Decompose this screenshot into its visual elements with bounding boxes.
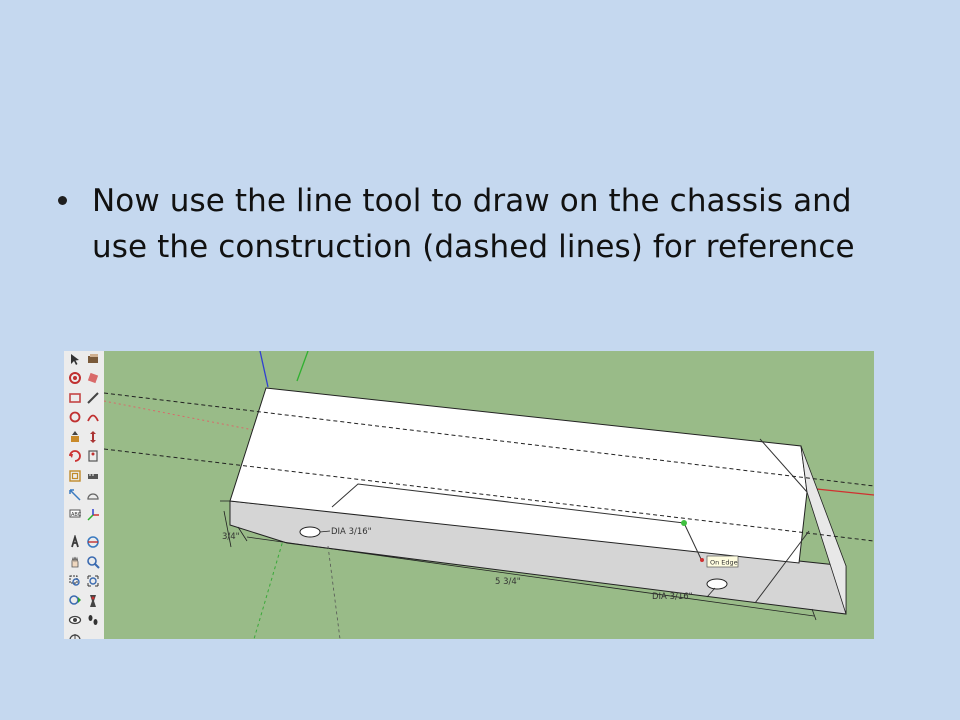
eye-icon — [68, 615, 81, 625]
select-tool[interactable] — [67, 351, 82, 366]
previous-view-tool[interactable] — [67, 593, 82, 608]
red-axis-dotted — [104, 400, 270, 434]
circle-tool[interactable] — [67, 410, 82, 425]
hand-icon — [71, 556, 78, 567]
red-axis — [806, 487, 874, 496]
pan-tool[interactable] — [67, 554, 82, 569]
offset-tool[interactable] — [67, 468, 82, 483]
walk-tool[interactable] — [85, 613, 100, 628]
follow-me-tool[interactable] — [85, 449, 100, 464]
length-dimension-label: 5 3/4" — [495, 577, 521, 587]
bullet-dot — [58, 196, 67, 205]
text-icon: ABC — [69, 509, 82, 518]
length-ext-left — [237, 526, 248, 542]
rectangle-tool[interactable] — [67, 390, 82, 405]
paint-bucket-icon — [68, 372, 81, 384]
move-icon — [89, 430, 96, 443]
hole-right-leader — [706, 587, 716, 598]
zoom-tool[interactable] — [85, 554, 100, 569]
inference-tooltip-text: On Edge — [710, 559, 738, 567]
zoom-window-icon — [69, 575, 80, 586]
eraser-icon — [87, 372, 98, 384]
chassis-right-face — [800, 445, 847, 615]
magnifier-icon — [86, 555, 100, 569]
footprints-icon — [88, 615, 97, 625]
paint-bucket-tool[interactable] — [67, 371, 82, 386]
text-tool[interactable]: ABC — [67, 507, 82, 522]
position-camera-icon — [89, 594, 96, 607]
inference-tooltip: On Edge — [706, 555, 739, 568]
drawn-line-right-diag — [759, 438, 808, 493]
length-ext-right — [811, 608, 817, 621]
arc-icon — [86, 414, 99, 422]
push-pull-icon — [70, 430, 79, 442]
protractor-tool[interactable] — [85, 488, 100, 503]
construction-line-lower — [104, 448, 874, 542]
zoom-window-tool[interactable] — [67, 574, 82, 589]
tape-measure-icon — [87, 473, 98, 479]
axes-icon — [86, 508, 99, 521]
active-line-segment — [683, 522, 702, 560]
hole-left — [299, 526, 321, 538]
3d-text-icon — [70, 535, 79, 548]
modeling-viewport[interactable]: 3/4" DIA 3/16" 5 3/4" DIA 3/16" On Edge — [104, 351, 874, 639]
zoom-extents-tool[interactable] — [85, 574, 100, 589]
offset-icon — [68, 469, 81, 482]
inference-point-red — [700, 558, 704, 562]
component-icon — [87, 353, 98, 363]
large-tool-set-toolbar: ABC — [64, 351, 106, 639]
orbit-tool[interactable] — [85, 535, 100, 550]
section-plane-tool[interactable] — [67, 632, 82, 639]
length-dim-line — [246, 536, 815, 617]
line-tool[interactable] — [85, 390, 100, 405]
rotate-icon — [68, 450, 81, 462]
protractor-icon — [86, 493, 99, 500]
sketchup-screenshot: ABC 3 — [64, 351, 874, 639]
bullet-text: Now use the line tool to draw on the cha… — [92, 183, 855, 265]
look-around-tool[interactable] — [67, 613, 82, 628]
follow-me-icon — [87, 450, 98, 462]
height-dimension-label: 3/4" — [222, 532, 240, 542]
section-plane-icon — [68, 633, 81, 639]
hole-right — [706, 578, 728, 590]
short-construction-left — [327, 545, 341, 639]
previous-view-icon — [68, 594, 81, 605]
pencil-icon — [86, 391, 99, 404]
chassis-top-face — [229, 387, 808, 564]
rotate-tool[interactable] — [67, 449, 82, 464]
move-tool[interactable] — [85, 429, 100, 444]
dimension-icon — [68, 489, 81, 501]
blue-axis — [259, 351, 269, 388]
hole-left-label: DIA 3/16" — [331, 527, 372, 537]
position-camera-tool[interactable] — [85, 593, 100, 608]
push-pull-tool[interactable] — [67, 429, 82, 444]
drawn-line-right-lower — [754, 530, 810, 604]
orbit-icon — [86, 536, 99, 548]
eraser-tool[interactable] — [85, 371, 100, 386]
dimension-tool[interactable] — [67, 488, 82, 503]
zoom-extents-icon — [87, 575, 98, 587]
hole-right-label: DIA 3/16" — [652, 592, 693, 602]
drawn-line-left — [331, 483, 685, 524]
make-component-tool[interactable] — [85, 351, 100, 366]
hole-left-leader — [319, 530, 331, 533]
svg-text:ABC: ABC — [71, 512, 82, 518]
axes-tool[interactable] — [85, 507, 100, 522]
slide-bullet: Now use the line tool to draw on the cha… — [58, 178, 898, 270]
inference-point-green — [681, 520, 687, 526]
arrow-icon — [70, 353, 79, 365]
arc-tool[interactable] — [85, 410, 100, 425]
construction-line-upper — [104, 392, 874, 487]
3d-text-tool[interactable] — [67, 535, 82, 550]
tape-measure-tool[interactable] — [85, 468, 100, 483]
circle-icon — [69, 411, 80, 423]
height-dim-line — [223, 510, 232, 548]
rectangle-icon — [68, 392, 81, 403]
green-axis — [296, 351, 309, 382]
